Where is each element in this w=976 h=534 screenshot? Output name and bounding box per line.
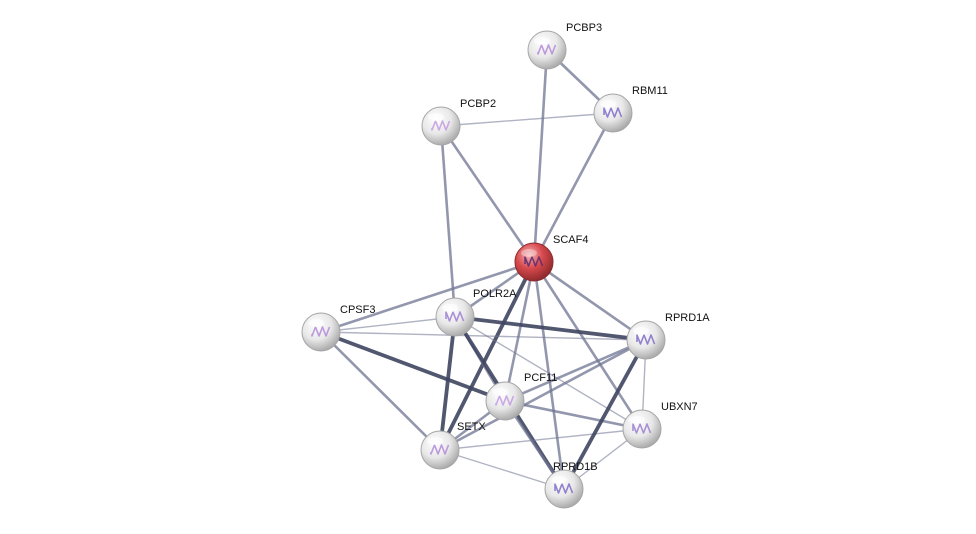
node-highlight bbox=[427, 437, 443, 445]
node-label: PCBP2 bbox=[460, 98, 496, 110]
node-label: PCBP3 bbox=[566, 22, 602, 34]
edge-polr2a-rprd1a[interactable] bbox=[453, 315, 648, 342]
node-highlight bbox=[600, 100, 616, 108]
node-scaf4[interactable]: SCAF4 bbox=[514, 234, 588, 282]
edge-scaf4-pcf11[interactable] bbox=[503, 260, 536, 403]
protein-structure-icon bbox=[603, 107, 623, 118]
node-highlight bbox=[308, 319, 324, 327]
node-cpsf3[interactable]: CPSF3 bbox=[301, 304, 375, 352]
protein-structure-icon bbox=[495, 395, 515, 406]
node-highlight bbox=[629, 416, 645, 424]
node-highlight bbox=[551, 476, 567, 484]
node-rprd1b[interactable]: RPRD1B bbox=[544, 461, 598, 509]
protein-structure-icon bbox=[430, 444, 450, 455]
edge-setx-rprd1b[interactable] bbox=[439, 449, 565, 490]
edge-pcbp2-scaf4[interactable] bbox=[439, 124, 536, 264]
edge-rbm11-scaf4[interactable] bbox=[532, 111, 615, 264]
protein-structure-icon bbox=[524, 256, 544, 267]
node-label: PCF11 bbox=[524, 372, 557, 384]
node-label: UBXN7 bbox=[661, 401, 698, 413]
edge-pcbp3-scaf4[interactable] bbox=[532, 48, 549, 264]
edge-scaf4-rprd1b[interactable] bbox=[532, 260, 566, 491]
edge-cpsf3-setx[interactable] bbox=[319, 330, 442, 452]
node-label: RPRD1A bbox=[665, 312, 710, 324]
node-rbm11[interactable]: RBM11 bbox=[593, 85, 668, 133]
edge-polr2a-ubxn7[interactable] bbox=[454, 316, 643, 430]
edge-cpsf3-rprd1a[interactable] bbox=[320, 331, 647, 341]
edge-scaf4-rprd1a[interactable] bbox=[532, 260, 648, 342]
node-pcbp3[interactable]: PCBP3 bbox=[527, 22, 602, 70]
edge-cpsf3-polr2a[interactable] bbox=[320, 316, 456, 333]
edge-pcbp2-rbm11[interactable] bbox=[440, 112, 614, 127]
node-label: SETX bbox=[457, 421, 486, 433]
node-highlight bbox=[492, 388, 508, 396]
edge-scaf4-setx[interactable] bbox=[438, 260, 536, 452]
node-ubxn7[interactable]: UBXN7 bbox=[622, 401, 698, 449]
edge-rprd1a-rprd1b[interactable] bbox=[562, 338, 648, 491]
node-label: RPRD1B bbox=[553, 461, 598, 473]
protein-structure-icon bbox=[537, 44, 557, 55]
edge-pcf11-rprd1a[interactable] bbox=[503, 338, 648, 403]
node-label: CPSF3 bbox=[340, 304, 375, 316]
node-highlight bbox=[521, 249, 537, 257]
edge-pcf11-ubxn7[interactable] bbox=[503, 399, 644, 431]
protein-structure-icon bbox=[554, 483, 574, 494]
node-polr2a[interactable]: POLR2A bbox=[435, 288, 517, 337]
edge-setx-rprd1a[interactable] bbox=[438, 338, 648, 452]
node-highlight bbox=[534, 37, 550, 45]
node-pcbp2[interactable]: PCBP2 bbox=[421, 98, 496, 146]
protein-structure-icon bbox=[431, 120, 451, 131]
node-pcf11[interactable]: PCF11 bbox=[485, 372, 557, 421]
node-label: POLR2A bbox=[473, 288, 517, 300]
edges-layer bbox=[319, 48, 648, 491]
node-highlight bbox=[442, 304, 458, 312]
edge-pcbp2-polr2a[interactable] bbox=[439, 124, 457, 319]
edge-cpsf3-pcf11[interactable] bbox=[319, 330, 507, 403]
node-setx[interactable]: SETX bbox=[420, 421, 486, 470]
edge-scaf4-ubxn7[interactable] bbox=[532, 260, 644, 431]
node-highlight bbox=[428, 113, 444, 121]
edge-polr2a-setx[interactable] bbox=[438, 315, 457, 452]
node-label: SCAF4 bbox=[553, 234, 588, 246]
edge-setx-ubxn7[interactable] bbox=[439, 428, 643, 451]
node-rprd1a[interactable]: RPRD1A bbox=[626, 312, 710, 360]
node-label: RBM11 bbox=[632, 85, 668, 97]
protein-structure-icon bbox=[311, 326, 331, 337]
edge-scaf4-cpsf3[interactable] bbox=[319, 260, 536, 334]
node-highlight bbox=[633, 327, 649, 335]
protein-structure-icon bbox=[445, 311, 465, 322]
protein-structure-icon bbox=[632, 423, 652, 434]
protein-structure-icon bbox=[636, 334, 656, 345]
